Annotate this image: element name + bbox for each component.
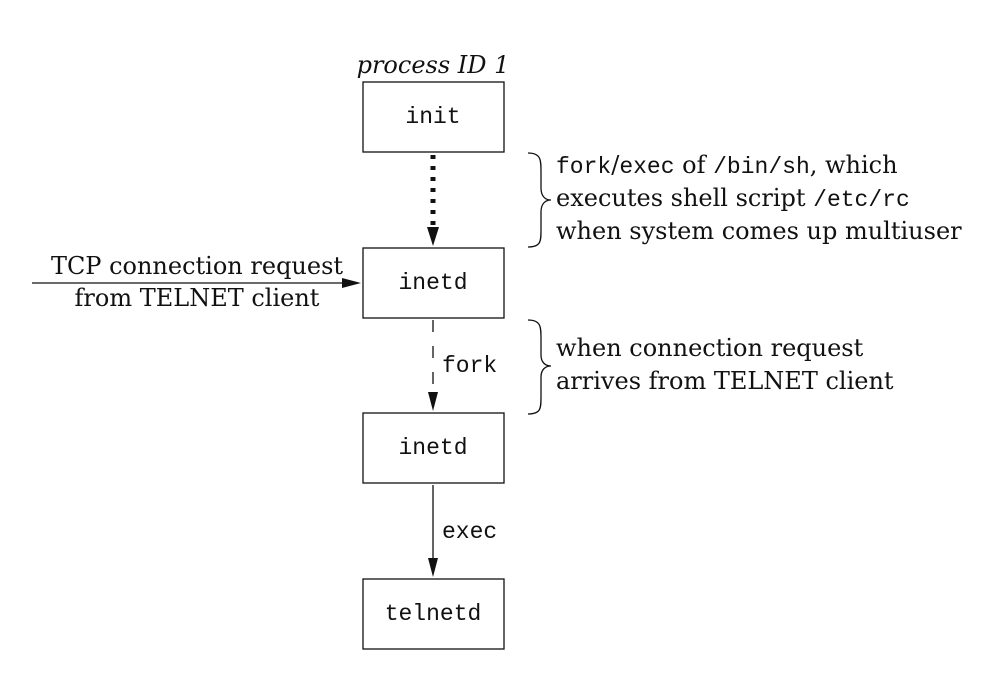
inetd-parent-box: inetd bbox=[362, 247, 505, 319]
fork-label: fork bbox=[442, 353, 497, 379]
brace-first bbox=[527, 152, 552, 248]
annotation-first-line2: executes shell script /etc/rc bbox=[556, 184, 910, 213]
inetd-child-label: inetd bbox=[398, 435, 467, 461]
annotation-first-line1: fork/exec of /bin/sh, which bbox=[556, 151, 898, 180]
telnetd-box: telnetd bbox=[362, 578, 505, 650]
annotation-second-line1: when connection request bbox=[556, 334, 864, 362]
annotation-first-line3: when system comes up multiuser bbox=[556, 217, 962, 245]
brace-second bbox=[527, 319, 552, 415]
fork-arrow bbox=[428, 320, 438, 411]
exec-label: exec bbox=[442, 519, 497, 545]
inetd-child-box: inetd bbox=[362, 412, 505, 484]
process-id-label: process ID 1 bbox=[357, 51, 510, 79]
inetd-parent-label: inetd bbox=[398, 270, 467, 296]
incoming-connection-arrow bbox=[32, 278, 361, 288]
dotted-arrow-init-to-inetd bbox=[427, 155, 439, 246]
exec-arrow bbox=[428, 485, 438, 577]
telnetd-label: telnetd bbox=[385, 601, 482, 627]
init-label: init bbox=[405, 104, 460, 130]
init-box: init bbox=[362, 81, 505, 153]
incoming-label-line2: from TELNET client bbox=[75, 284, 320, 312]
incoming-label-line1: TCP connection request bbox=[51, 252, 343, 280]
annotation-second-line2: arrives from TELNET client bbox=[556, 367, 894, 395]
